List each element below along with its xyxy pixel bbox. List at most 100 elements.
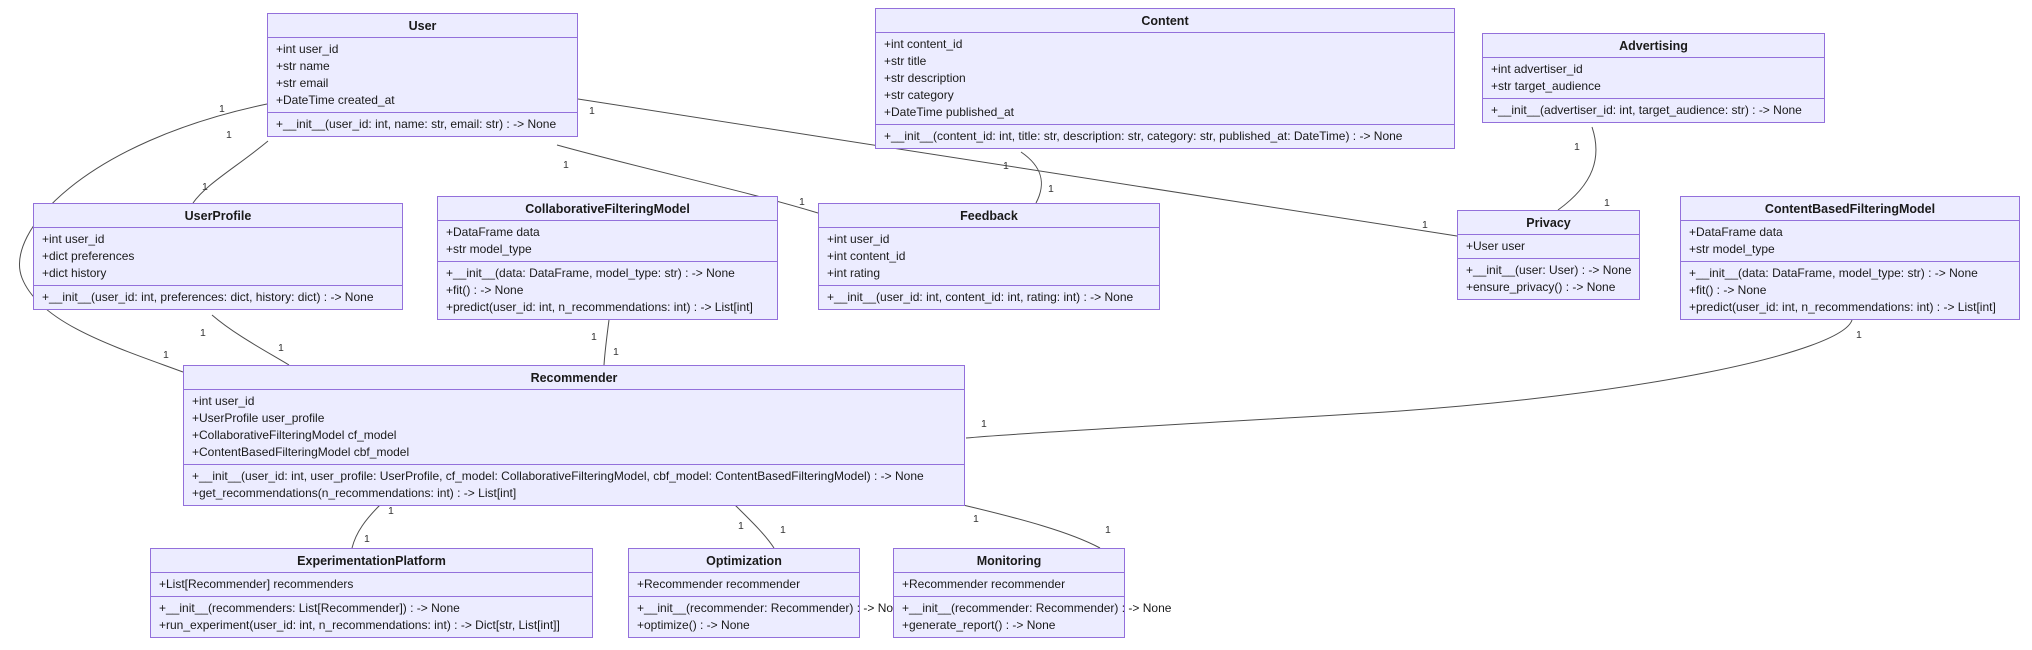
class-box-userprofile: UserProfile +int user_id +dict preference… (33, 203, 403, 310)
member-row: +get_recommendations(n_recommendations: … (192, 486, 517, 500)
member-row: +ensure_privacy() : -> None (1466, 280, 1616, 294)
member-row: +int rating (827, 266, 881, 280)
member-row: +Recommender recommender (637, 577, 801, 591)
class-methods: +__init__(user_id: int, name: str, email… (268, 113, 577, 136)
class-attributes: +List[Recommender] recommenders (151, 573, 592, 597)
class-title: User (268, 14, 577, 38)
class-title: Feedback (819, 204, 1159, 228)
class-methods: +__init__(data: DataFrame, model_type: s… (1681, 262, 2019, 319)
multiplicity-label: 1 (799, 196, 805, 208)
member-row: +__init__(recommender: Recommender) : ->… (637, 601, 907, 615)
member-row: +int user_id (276, 42, 339, 56)
class-methods: +__init__(content_id: int, title: str, d… (876, 125, 1454, 148)
class-methods: +__init__(recommender: Recommender) : ->… (894, 597, 1172, 637)
class-attributes: +int user_id +dict preferences +dict histo… (34, 228, 402, 286)
class-box-monitoring: Monitoring +Recommender recommender +__i… (893, 548, 1172, 638)
edge-recommender-monitoring (962, 504, 1101, 549)
member-row: +__init__(user_id: int, content_id: int,… (827, 290, 1134, 304)
member-row: +str description (884, 71, 966, 85)
multiplicity-label: 1 (1105, 524, 1111, 536)
member-row: +fit() : -> None (446, 283, 524, 297)
member-row: +optimize() : -> None (637, 618, 750, 632)
member-row: +str title (884, 54, 927, 68)
multiplicity-label: 1 (1604, 197, 1610, 209)
class-title: UserProfile (34, 204, 402, 228)
multiplicity-label: 1 (219, 103, 225, 115)
class-attributes: +int advertiser_id +str target_audience (1483, 58, 1824, 99)
multiplicity-label: 1 (589, 105, 595, 117)
class-box-contentbasedfilteringmodel: ContentBasedFilteringModel +DataFrame da… (1680, 196, 2020, 320)
class-attributes: +int content_id +str title +str descriptio… (876, 33, 1454, 125)
member-row: +Recommender recommender (902, 577, 1066, 591)
class-title: Monitoring (894, 549, 1124, 573)
class-box-recommender: Recommender +int user_id+UserProfile use… (183, 365, 965, 506)
member-row: +str name (276, 59, 330, 73)
edge-user-privacy (577, 98, 1458, 237)
edge-userprofile-recommender (211, 314, 290, 366)
multiplicity-label: 1 (1856, 329, 1862, 341)
class-attributes: +int user_id +int content_id +int rating (819, 228, 1159, 286)
class-title: CollaborativeFilteringModel (438, 197, 777, 221)
member-row: +str model_type (1689, 242, 1775, 256)
member-row: +int advertiser_id (1491, 62, 1583, 76)
member-row: +__init__(user_id: int, user_profile: Us… (192, 469, 924, 483)
member-row: +int user_id (42, 232, 105, 246)
member-row: +int user_id (827, 232, 890, 246)
multiplicity-label: 1 (1574, 141, 1580, 153)
class-methods: +__init__(recommenders: List[Recommender… (151, 597, 592, 637)
multiplicity-label: 1 (226, 129, 232, 141)
edge-user-recommender (19, 103, 268, 373)
member-row: +int content_id (827, 249, 906, 263)
class-box-feedback: Feedback +int user_id+int content_id+int… (818, 203, 1160, 310)
edge-cbfm-recommender (965, 319, 1853, 439)
member-row: +CollaborativeFilteringModel cf_model (192, 428, 397, 442)
member-row: +UserProfile user_profile (192, 411, 325, 425)
member-row: +__init__(user_id: int, preferences: dic… (42, 290, 374, 304)
member-row: +__init__(recommender: Recommender) : ->… (902, 601, 1172, 615)
multiplicity-label: 1 (388, 505, 394, 517)
member-row: +DateTime created_at (276, 93, 395, 107)
member-row: +__init__(data: DataFrame, model_type: s… (446, 266, 735, 280)
member-row: +__init__(data: DataFrame, model_type: s… (1689, 266, 1978, 280)
member-row: +run_experiment(user_id: int, n_recommen… (159, 618, 560, 632)
member-row: +str email (276, 76, 329, 90)
member-row: +dict history (42, 266, 107, 280)
member-row: +DateTime published_at (884, 105, 1014, 119)
multiplicity-label: 1 (1048, 183, 1054, 195)
member-row: +__init__(recommenders: List[Recommender… (159, 601, 460, 615)
member-row: +dict preferences (42, 249, 135, 263)
class-methods: +__init__(advertiser_id: int, target_aud… (1483, 99, 1824, 122)
multiplicity-label: 1 (981, 418, 987, 430)
member-row: +__init__(user_id: int, name: str, email… (276, 117, 557, 131)
class-attributes: +int user_id+UserProfile user_profile+Co… (184, 390, 964, 465)
multiplicity-label: 1 (563, 159, 569, 171)
class-attributes: +Recommender recommender (894, 573, 1124, 597)
class-title: Advertising (1483, 34, 1824, 58)
member-row: +str category (884, 88, 954, 102)
class-title: ExperimentationPlatform (151, 549, 592, 573)
multiplicity-label: 1 (973, 513, 979, 525)
member-row: +__init__(user: User) : -> None (1466, 263, 1632, 277)
class-box-advertising: Advertising +int advertiser_id +str targe… (1482, 33, 1825, 123)
edge-advertising-privacy (1557, 126, 1597, 211)
class-attributes: +DataFrame data+str model_type (438, 221, 777, 262)
class-box-user: User +int user_id +str name +str email +Dat… (267, 13, 578, 137)
member-row: +generate_report() : -> None (902, 618, 1056, 632)
class-methods: +__init__(user_id: int, user_profile: Us… (184, 465, 964, 505)
member-row: +fit() : -> None (1689, 283, 1767, 297)
class-box-privacy: Privacy +User user +__init__(user: User)… (1457, 210, 1640, 300)
edge-content-feedback (1020, 151, 1042, 204)
class-box-experimentationplatform: ExperimentationPlatform +List[Recommende… (150, 548, 593, 638)
class-attributes: +Recommender recommender (629, 573, 859, 597)
class-attributes: +User user (1458, 235, 1639, 259)
class-title: Optimization (629, 549, 859, 573)
member-row: +int content_id (884, 37, 963, 51)
class-attributes: +DataFrame data+str model_type (1681, 221, 2019, 262)
class-title: Privacy (1458, 211, 1639, 235)
member-row: +str target_audience (1491, 79, 1601, 93)
class-title: ContentBasedFilteringModel (1681, 197, 2019, 221)
edge-cfm-recommender (603, 319, 610, 366)
edge-recommender-optimization (734, 504, 775, 549)
